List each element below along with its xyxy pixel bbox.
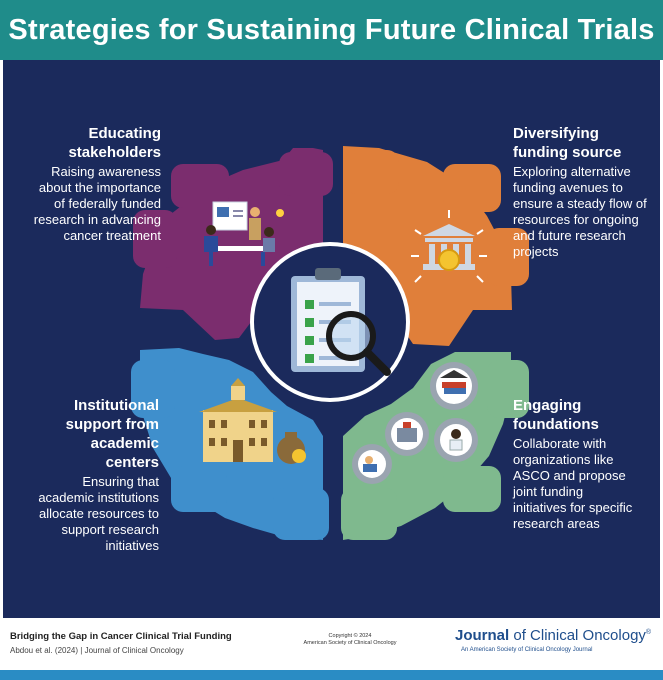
- footer-citation: Abdou et al. (2024) | Journal of Clinica…: [10, 646, 184, 655]
- engaging-body-line: joint funding: [513, 484, 584, 499]
- institutional-body-line: Ensuring that: [82, 474, 159, 489]
- diversifying-body-line: and future research: [513, 228, 626, 243]
- educating-body-line: cancer treatment: [63, 228, 161, 243]
- page-title: Strategies for Sustaining Future Clinica…: [8, 14, 655, 46]
- diversifying-funding-block: Diversifying funding source Exploring al…: [513, 124, 657, 260]
- engaging-body-line: ASCO and propose: [513, 468, 626, 483]
- engaging-title-line2: foundations: [513, 416, 599, 433]
- university-building-icon: [199, 378, 277, 462]
- bottom-accent-bar: [0, 670, 663, 680]
- diversifying-title-line1: Diversifying: [513, 125, 599, 142]
- diversifying-body-line: funding avenues to: [513, 180, 623, 195]
- educating-stakeholders-block: Educating stakeholders Raising awareness…: [9, 124, 161, 244]
- bank-money-icon: [411, 210, 487, 283]
- journal-name-rest: of Clinical Oncology: [509, 627, 646, 644]
- engaging-foundations-block: Engaging foundations Collaborate with or…: [513, 396, 657, 532]
- institutional-body-line: initiatives: [105, 538, 159, 553]
- footer-title: Bridging the Gap in Cancer Clinical Tria…: [10, 631, 232, 642]
- institutional-title-line: academic: [90, 435, 159, 452]
- gear-books-icon: [430, 362, 478, 410]
- gear-doctor-icon: [352, 444, 392, 484]
- educating-title-line2: stakeholders: [68, 144, 161, 161]
- main-panel: Educating stakeholders Raising awareness…: [3, 60, 660, 618]
- educating-body-line: about the importance: [38, 180, 161, 195]
- engaging-title-line1: Engaging: [513, 397, 582, 414]
- header-bar: Strategies for Sustaining Future Clinica…: [0, 0, 663, 60]
- money-bag-icon: [277, 432, 306, 464]
- institutional-title-line: Institutional: [74, 397, 159, 414]
- institutional-title-line: support from: [65, 416, 159, 433]
- educating-title-line1: Educating: [88, 125, 161, 142]
- engaging-body-line: initiatives for specific: [513, 500, 633, 515]
- copyright-line2: American Society of Clinical Oncology: [303, 640, 397, 646]
- educating-body-line: research in advancing: [33, 212, 161, 227]
- institutional-support-block: Institutional support from academic cent…: [9, 396, 159, 554]
- journal-logo: Journal of Clinical Oncology®: [455, 627, 651, 644]
- educating-body-line: of federally funded: [54, 196, 161, 211]
- diversifying-body-line: projects: [513, 244, 559, 259]
- gear-hospital-icon: [385, 412, 429, 456]
- copyright-line1: Copyright © 2024: [328, 633, 372, 639]
- footer-copyright: Copyright © 2024 American Society of Cli…: [290, 633, 410, 647]
- registered-mark: ®: [645, 629, 652, 636]
- puzzle-diagram: [131, 146, 529, 540]
- diversifying-body-line: Exploring alternative: [513, 164, 631, 179]
- journal-subtitle: An American Society of Clinical Oncology…: [461, 647, 593, 653]
- diversifying-body-line: resources for ongoing: [513, 212, 639, 227]
- institutional-body-line: allocate resources to: [39, 506, 159, 521]
- journal-name-bold: Journal: [455, 627, 510, 644]
- footer: [0, 618, 663, 670]
- institutional-title-line: centers: [105, 454, 159, 471]
- clipboard-magnifier-icon: [291, 268, 391, 376]
- meeting-people-icon: [204, 201, 284, 266]
- institutional-body-line: support research: [61, 522, 159, 537]
- gear-lab-icon: [434, 418, 478, 462]
- educating-body-line: Raising awareness: [51, 164, 161, 179]
- engaging-body-line: Collaborate with: [513, 436, 607, 451]
- engaging-body-line: organizations like: [513, 452, 614, 467]
- institutional-body-line: academic institutions: [38, 490, 159, 505]
- diversifying-body-line: ensure a steady flow of: [513, 196, 647, 211]
- engaging-body-line: research areas: [513, 516, 600, 531]
- diversifying-title-line2: funding source: [513, 144, 622, 161]
